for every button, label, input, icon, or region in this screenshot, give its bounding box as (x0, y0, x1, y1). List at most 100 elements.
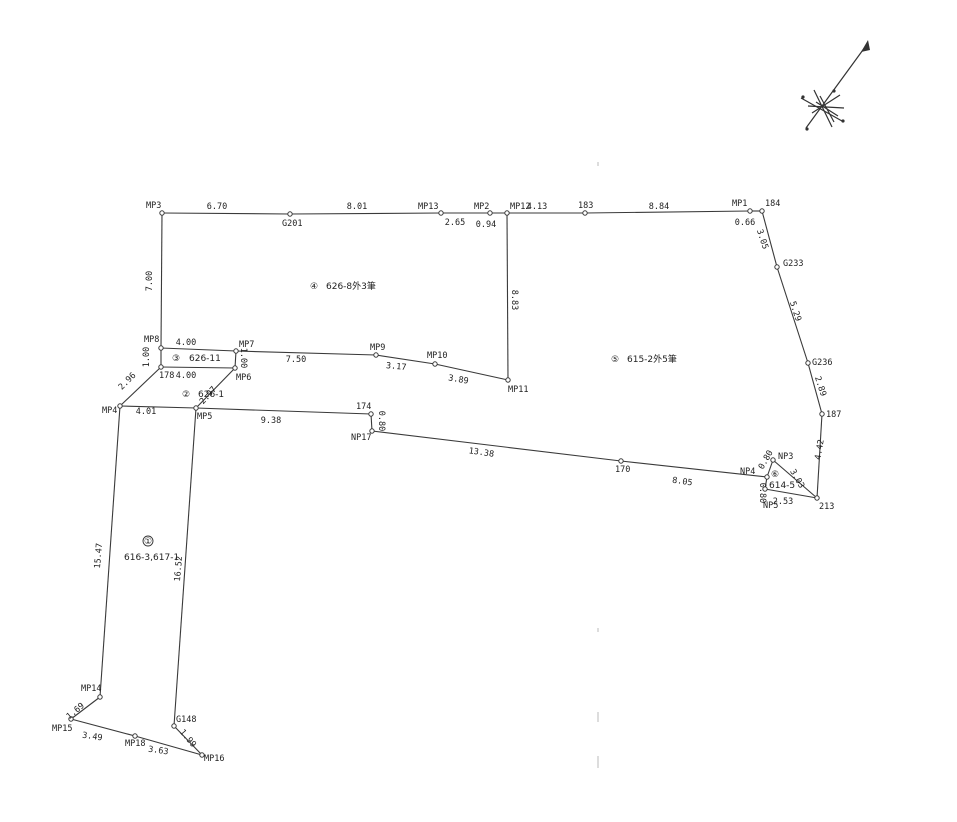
survey-point-MP1 (747, 208, 753, 214)
survey-point-MP3 (159, 210, 165, 216)
survey-point-MP5 (193, 405, 199, 411)
survey-point-P187 (819, 411, 825, 417)
survey-point-MP10 (432, 361, 438, 367)
dimension-P174-MP5: 9.38 (261, 416, 281, 426)
survey-point-P213 (814, 495, 820, 501)
dimension-MP7-MP9: 7.50 (286, 355, 306, 365)
point-label-P183: 183 (578, 201, 593, 211)
point-label-P178: 178 (159, 371, 174, 381)
survey-point-MP6 (232, 365, 238, 371)
point-label-MP11: MP11 (508, 385, 528, 395)
point-label-MP1: MP1 (732, 199, 747, 209)
dimension-MP8-MP7: 4.00 (176, 338, 196, 348)
survey-point-MP4 (117, 403, 123, 409)
dimension-MP6-P178: 4.00 (176, 371, 196, 381)
boundary-line-MP7-MP9 (235, 350, 377, 356)
boundary-line-MP14-MP15 (70, 696, 101, 720)
point-label-G201: G201 (282, 219, 302, 229)
point-label-G148: G148 (176, 715, 196, 725)
survey-point-P178 (158, 364, 164, 370)
survey-point-NP3 (770, 457, 776, 463)
dimension-NP4-P170: 8.05 (671, 476, 693, 489)
survey-point-MP11 (505, 377, 511, 383)
point-label-P174: 174 (356, 402, 371, 412)
survey-point-MP14 (97, 694, 103, 700)
parcel-5-number: ⑤ (611, 355, 619, 365)
survey-point-P183 (582, 210, 588, 216)
boundary-line-MP9-MP10 (375, 354, 436, 365)
dimension-NP5-NP4: 0.80 (757, 483, 767, 503)
point-label-MP6: MP6 (236, 373, 251, 383)
point-label-NP17: NP17 (351, 433, 371, 443)
survey-point-P184 (759, 208, 765, 214)
boundary-line-MP5-MP4 (119, 405, 197, 409)
parcel-5: ⑤ 615-2外5筆 (611, 353, 677, 365)
boundary-line-MP3-G201 (161, 212, 291, 215)
parcel-2-lot: 626-1 (198, 390, 224, 400)
boundary-line-G233-G236 (776, 266, 809, 364)
parcel-3: ③ 626-11 (172, 354, 221, 364)
survey-point-G236 (805, 360, 811, 366)
survey-points (68, 208, 825, 758)
dimension-MP2-MP12: 0.94 (476, 220, 496, 230)
boundary-line-NP4-NP3 (766, 459, 774, 478)
boundary-line-MP16-G148 (173, 725, 203, 756)
north-arrow-icon (800, 40, 870, 131)
survey-point-MP15 (68, 716, 74, 722)
survey-point-P174 (368, 411, 374, 417)
survey-point-MP12 (504, 210, 510, 216)
boundary-line-MP6-MP5 (195, 367, 236, 409)
point-label-MP2: MP2 (474, 202, 489, 212)
dimension-G233-G236: 5.29 (787, 300, 803, 323)
dimension-P178-MP8: 1.00 (142, 347, 152, 367)
dimension-MP15-MP18: 3.49 (81, 731, 103, 744)
boundary-line-P174-MP5 (195, 407, 372, 415)
point-label-MP10: MP10 (427, 351, 447, 361)
boundary-line-G236-P187 (807, 362, 823, 415)
boundary-line-NP4-P170 (620, 460, 768, 478)
boundary-line-MP15-MP18 (70, 718, 136, 737)
point-label-MP16: MP16 (204, 754, 224, 764)
survey-point-P170 (618, 458, 624, 464)
parcel-5-lot: 615-2外5筆 (627, 353, 677, 365)
parcel-6-number: ⑥ (771, 470, 779, 480)
point-label-P187: 187 (826, 410, 841, 420)
survey-point-MP7 (233, 348, 239, 354)
parcel-6-lot: 614-5 (769, 481, 795, 491)
boundary-line-NP17-P174 (370, 413, 373, 432)
parcel-2: ② 626-1 (182, 390, 224, 400)
dimension-MP18-MP16: 3.63 (147, 745, 169, 758)
boundary-line-MP8-MP7 (160, 347, 237, 352)
boundary-line-MP8-MP3 (160, 212, 163, 349)
dimension-MP8-MP3: 7.00 (145, 271, 155, 291)
survey-point-G201 (287, 211, 293, 217)
point-label-MP13: MP13 (418, 202, 438, 212)
boundary-line-MP6-P178 (160, 366, 236, 369)
dimension-G148-MP5: 16.52 (173, 556, 185, 582)
dimension-MP1-P184: 0.66 (735, 218, 755, 228)
point-label-NP3: NP3 (778, 452, 793, 462)
boundary-line-P187-P213 (816, 413, 823, 499)
parcel-4: ④ 626-8外3筆 (310, 280, 376, 292)
parcel-1-lot: 616-3,617-1 (124, 553, 179, 563)
dimension-P187-P213: 4.42 (813, 439, 826, 461)
parcel-3-lot: 626-11 (189, 354, 221, 364)
survey-point-G233 (774, 264, 780, 270)
parcel-2-number: ② (182, 390, 190, 400)
boundary-line-P184-G233 (761, 210, 778, 268)
point-label-MP7: MP7 (239, 340, 254, 350)
dimension-G201-MP13: 8.01 (347, 202, 367, 212)
dimension-P183-MP1: 8.84 (649, 202, 669, 212)
survey-point-MP16 (199, 752, 205, 758)
dimension-MP14-MP15: 1.69 (65, 701, 87, 722)
dimension-MP4-MP14: 15.47 (93, 543, 105, 569)
survey-point-MP18 (132, 733, 138, 739)
boundary-line-MP10-MP11 (434, 363, 509, 381)
survey-point-MP8 (158, 345, 164, 351)
survey-point-MP13 (438, 210, 444, 216)
parcel-4-number: ④ (310, 282, 318, 292)
point-label-NP5: NP5 (763, 501, 778, 511)
parcel-1: ① 616-3,617-1 (124, 535, 179, 563)
